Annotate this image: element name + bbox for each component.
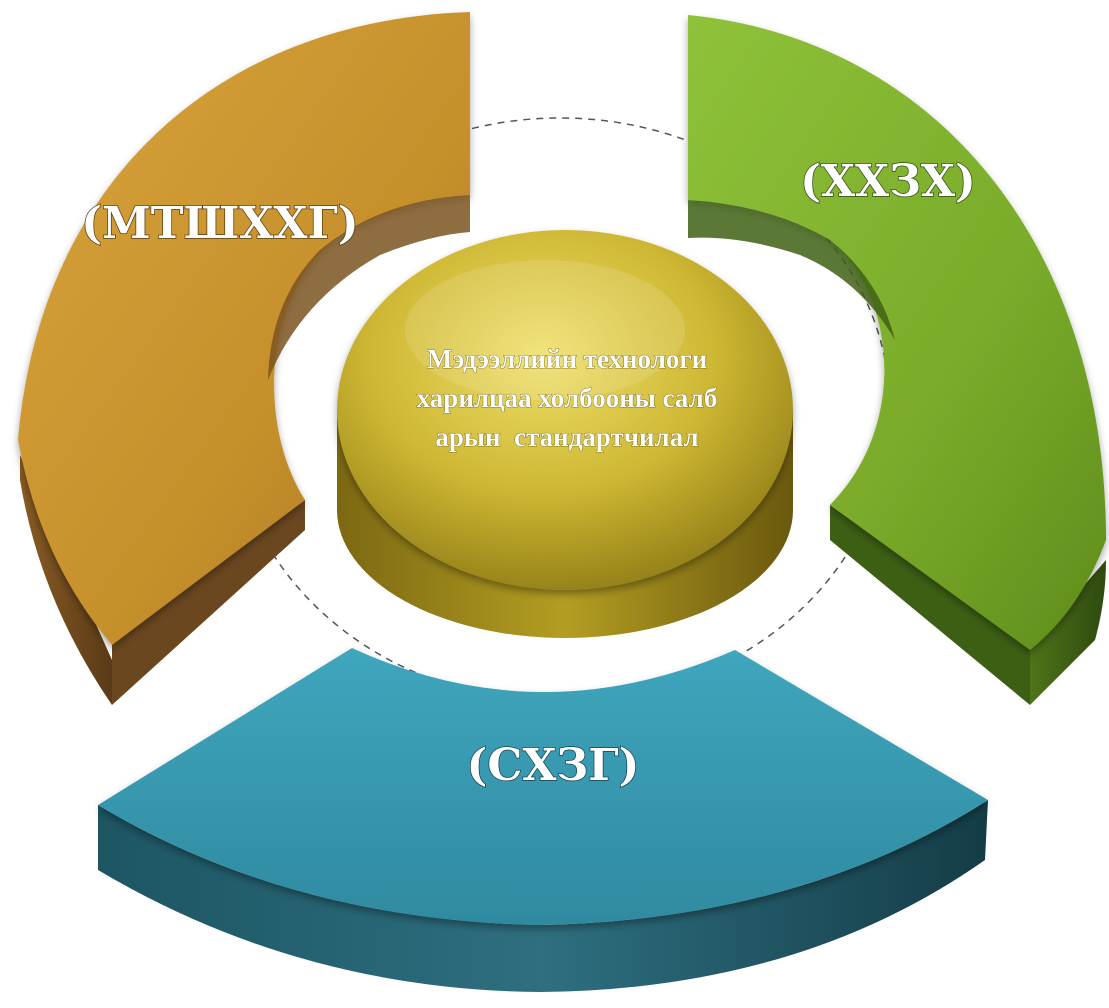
center-title-line-2: харилцаа холбооны салб (417, 383, 718, 413)
segment-right-label: (ХХЗХ) (800, 156, 976, 207)
segment-bottom-label: (СХЗГ) (467, 740, 640, 791)
segment-right (688, 15, 1106, 705)
center-title-line-1: Мэдээллийн технологи (427, 344, 707, 374)
segment-left-label: (МТШХХГ) (81, 198, 359, 249)
center-disc (337, 230, 793, 638)
segment-left (18, 12, 470, 705)
segment-bottom (98, 648, 988, 992)
center-title-line-3: арын стандартчилал (435, 422, 698, 452)
